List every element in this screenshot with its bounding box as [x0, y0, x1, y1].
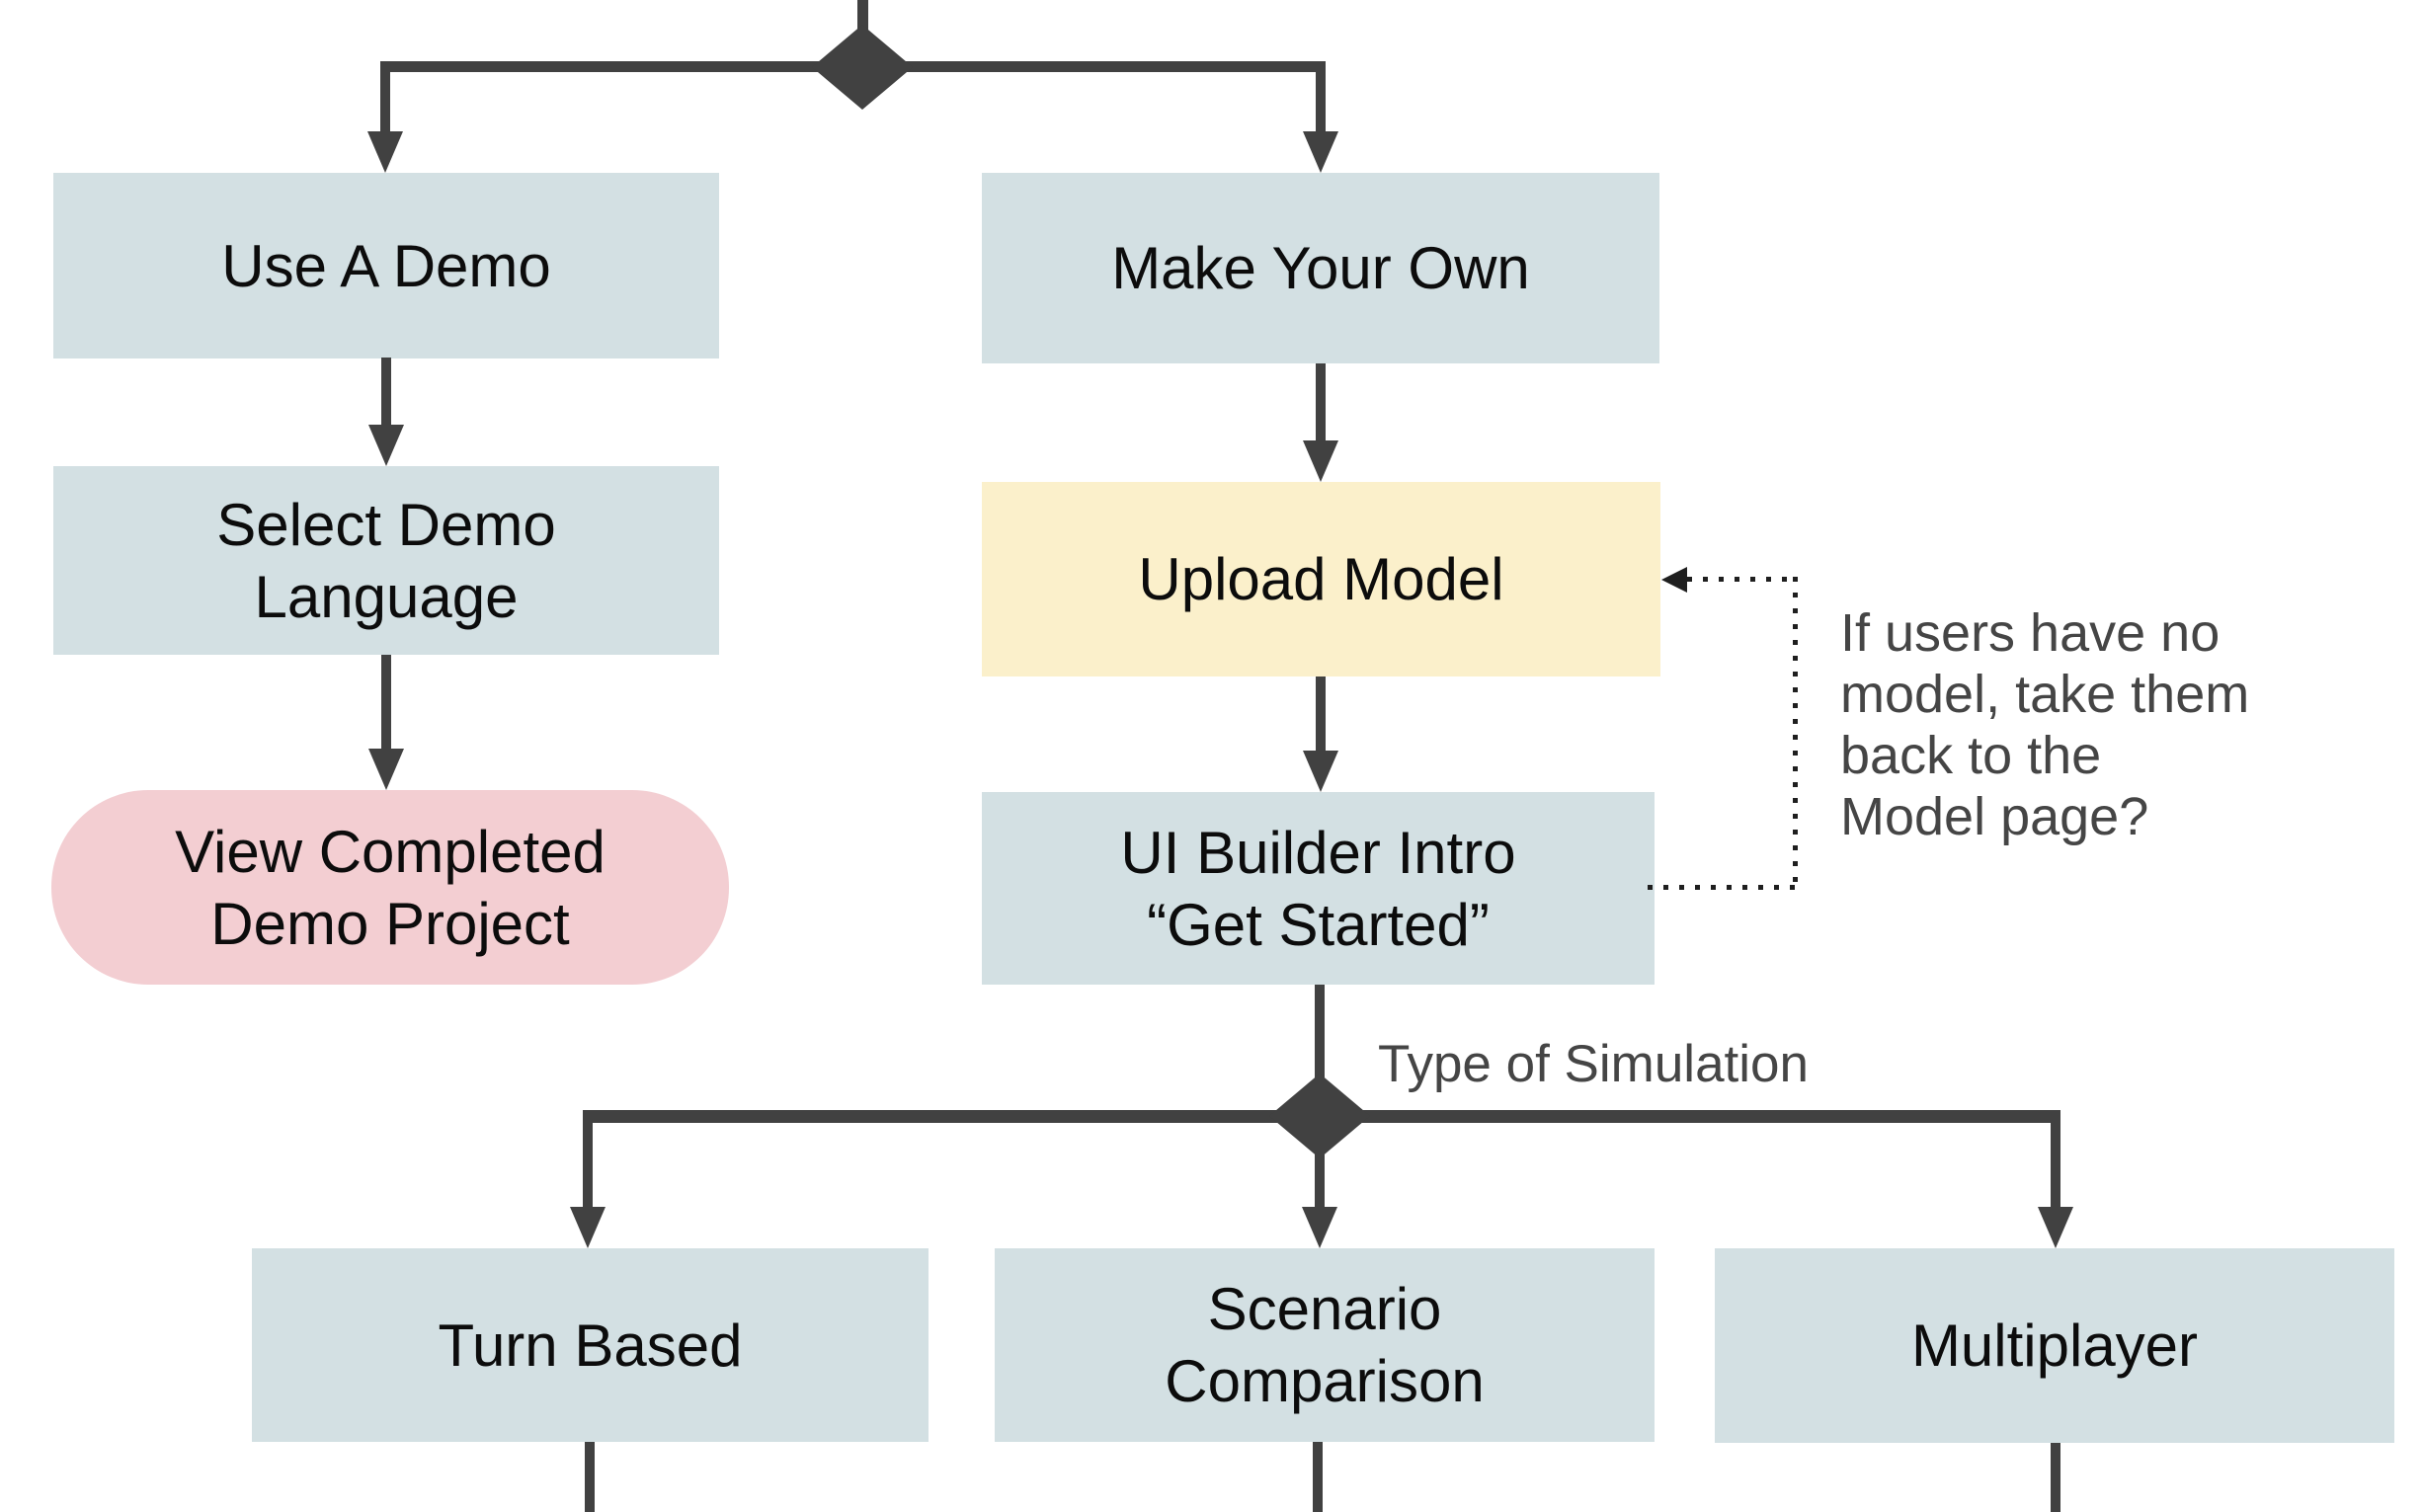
node-label-line: Comparison — [1165, 1348, 1485, 1414]
branch-label-type-of-simulation: Type of Simulation — [1378, 1035, 1810, 1093]
annotation-line: If users have no — [1840, 603, 2221, 663]
connector-root-stub — [857, 0, 868, 40]
arrow-to-scenario-comparison-head — [1302, 1207, 1337, 1248]
node-label: Upload Model — [1138, 546, 1504, 612]
dotted-connector-bottom — [1648, 885, 1796, 890]
node-label-line: Scenario — [1207, 1276, 1442, 1342]
annotation-line: model, take them — [1840, 665, 2250, 724]
annotation-line: Model page? — [1840, 787, 2149, 846]
node-upload-model[interactable]: Upload Model — [982, 482, 1660, 676]
node-label-line: Language — [254, 563, 519, 630]
arrow-to-turn-based-head — [570, 1207, 606, 1248]
node-label: Use A Demo — [221, 232, 551, 299]
arrow-to-use-a-demo-head — [367, 131, 403, 173]
node-label-line: Demo Project — [210, 890, 570, 957]
dotted-connector-vertical — [1793, 577, 1798, 891]
node-select-demo-language[interactable]: Select Demo Language — [53, 466, 719, 655]
node-scenario-comparison[interactable]: Scenario Comparison — [995, 1248, 1655, 1442]
arrow-to-ui-builder-head — [1303, 751, 1338, 792]
annotation-note: If users have no model, take them back t… — [1840, 602, 2249, 847]
arrow-to-multiplayer-shaft — [2051, 1110, 2060, 1209]
arrow-to-view-completed-shaft — [381, 655, 391, 751]
node-multiplayer[interactable]: Multiplayer — [1715, 1248, 2394, 1443]
node-turn-based[interactable]: Turn Based — [252, 1248, 929, 1442]
arrow-to-use-a-demo-shaft — [380, 61, 390, 132]
arrow-to-multiplayer-head — [2038, 1207, 2073, 1248]
decision-diamond-2 — [1269, 1074, 1370, 1158]
dotted-arrowhead-to-upload-model — [1661, 567, 1687, 593]
annotation-line: back to the — [1840, 726, 2102, 785]
connector-ui-builder-to-decision — [1315, 985, 1325, 1093]
node-label: Make Your Own — [1111, 235, 1530, 301]
connector-scenario-comparison-continue — [1313, 1442, 1323, 1512]
arrow-to-upload-model-head — [1303, 440, 1338, 482]
node-ui-builder-intro[interactable]: UI Builder Intro “Get Started” — [982, 792, 1655, 985]
node-make-your-own[interactable]: Make Your Own — [982, 173, 1659, 363]
decision-diamond-1 — [812, 25, 913, 110]
node-label-line: UI Builder Intro — [1120, 819, 1516, 886]
node-label-line: Select Demo — [216, 491, 556, 558]
node-view-completed-demo-project[interactable]: View Completed Demo Project — [51, 790, 729, 985]
arrow-to-upload-model-shaft — [1316, 363, 1326, 440]
node-label: Turn Based — [438, 1312, 743, 1379]
arrow-to-turn-based-shaft — [583, 1110, 593, 1209]
node-label-line: “Get Started” — [1147, 891, 1490, 958]
node-label-line: View Completed — [175, 818, 606, 885]
arrow-to-scenario-comparison-shaft — [1315, 1151, 1325, 1210]
arrow-to-make-your-own-head — [1303, 131, 1338, 173]
connector-multiplayer-continue — [2051, 1443, 2060, 1512]
connector-turn-based-continue — [585, 1442, 595, 1512]
arrow-to-make-your-own-shaft — [1316, 61, 1326, 132]
arrow-to-select-demo-language-head — [368, 425, 404, 466]
node-label: Multiplayer — [1910, 1313, 2199, 1379]
arrow-to-view-completed-head — [368, 749, 404, 790]
dotted-connector-top — [1687, 577, 1796, 582]
node-use-a-demo[interactable]: Use A Demo — [53, 173, 719, 358]
arrow-to-select-demo-language-shaft — [381, 358, 391, 427]
arrow-to-ui-builder-shaft — [1316, 676, 1326, 753]
